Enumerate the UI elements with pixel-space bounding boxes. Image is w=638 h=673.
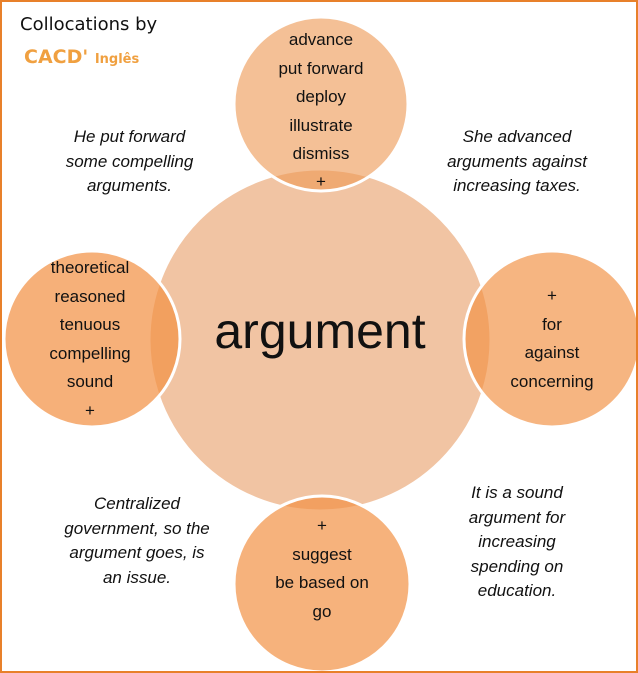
left-circle [2, 249, 182, 429]
collocation: dismiss [292, 144, 350, 163]
example-bottom-right: It is a sound argument for increasing sp… [468, 483, 566, 600]
bottom-collocations: + suggest be based on go [242, 512, 402, 626]
collocation: suggest [292, 544, 352, 564]
collocation: for [542, 314, 562, 334]
plus-sign: + [317, 516, 327, 535]
left-collocations: theoretical reasoned tenuous compelling … [10, 254, 170, 425]
collocation: go [312, 601, 332, 621]
collocation: be based on [275, 573, 369, 592]
collocation: advance [288, 30, 354, 49]
collocation: deploy [295, 87, 347, 106]
brand-name: CACD' [24, 46, 89, 68]
brand-suffix: Inglês [94, 52, 140, 67]
plus-sign: + [316, 171, 326, 191]
brand-logo: CACD' Inglês [24, 46, 139, 68]
collocation: reasoned [54, 286, 126, 306]
top-collocations: advance put forward deploy illustrate di… [242, 26, 400, 195]
plus-sign: + [547, 286, 557, 305]
right-circle [462, 249, 636, 429]
collocation: tenuous [59, 315, 121, 334]
plus-sign: + [85, 400, 95, 420]
top-circle [232, 15, 410, 193]
collocation: concerning [510, 371, 594, 391]
example-top-right: She advanced arguments against increasin… [447, 127, 587, 195]
collocation: put forward [278, 58, 364, 78]
collocation: compelling [49, 343, 131, 363]
example-bottom-left: Centralized government, so the argument … [64, 494, 210, 587]
right-collocations: + for against concerning [472, 282, 632, 396]
collocation: illustrate [289, 115, 353, 135]
example-top-left: He put forward some compelling arguments… [65, 127, 194, 195]
collocation: sound [66, 372, 114, 391]
center-word: argument [214, 303, 426, 359]
bottom-circle [232, 494, 412, 671]
collocation: against [524, 343, 580, 362]
title: Collocations by [20, 14, 158, 35]
collocation: theoretical [50, 258, 130, 277]
